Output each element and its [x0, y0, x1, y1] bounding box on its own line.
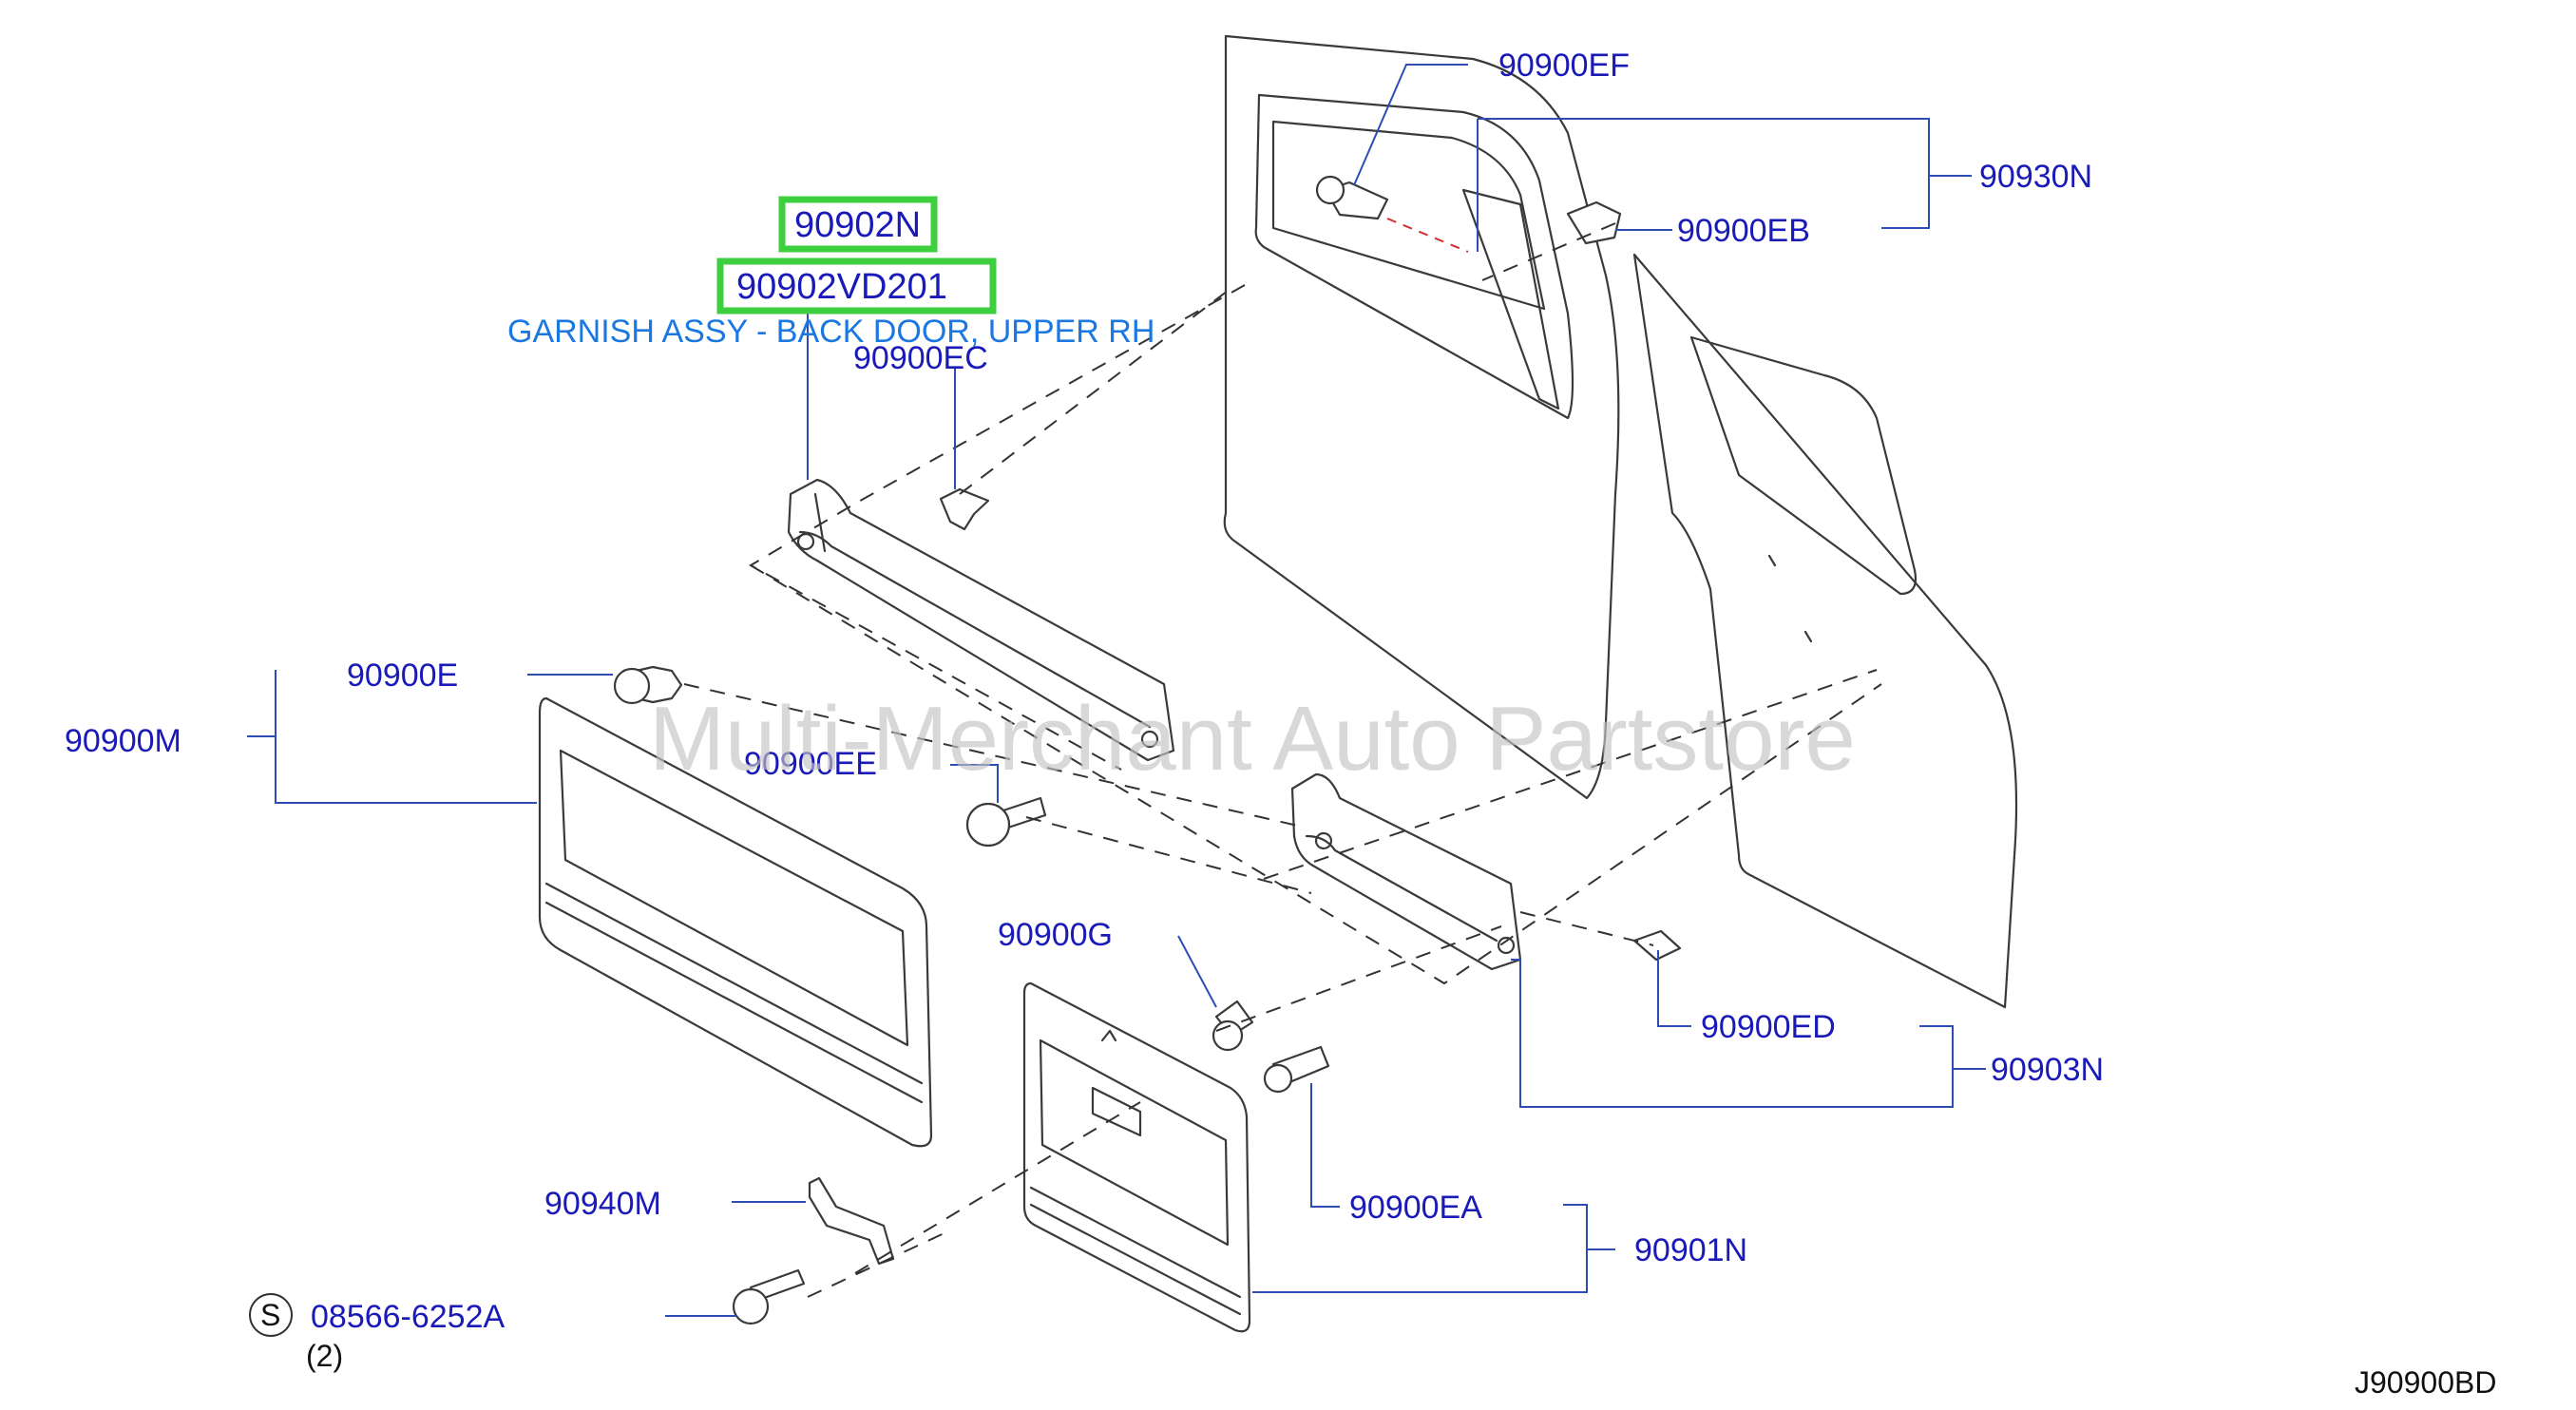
callout-90903N[interactable]: 90903N	[1991, 1052, 2104, 1088]
callout-90900EE[interactable]: 90900EE	[744, 746, 877, 782]
callout-90900G[interactable]: 90900G	[998, 917, 1113, 953]
clip-90900ED	[1632, 929, 1682, 962]
callout-90900M[interactable]: 90900M	[65, 723, 181, 759]
screw-quantity: (2)	[306, 1339, 343, 1373]
bracket-part	[808, 1176, 895, 1266]
part-number-90902N[interactable]: 90902N	[794, 205, 921, 245]
clip-90900EC	[939, 487, 990, 531]
callout-90900EA[interactable]: 90900EA	[1349, 1190, 1482, 1226]
part-description: GARNISH ASSY - BACK DOOR, UPPER RH	[507, 314, 1154, 350]
clip-90900G	[1212, 1000, 1254, 1052]
diagram-code: J90900BD	[2355, 1365, 2496, 1400]
highlight-box-2	[716, 257, 997, 314]
callout-90930N[interactable]: 90930N	[1979, 159, 2092, 195]
assembly-dashed-lines	[683, 218, 1882, 1298]
upper-garnish-part	[787, 478, 1175, 762]
part-number-90902VD201[interactable]: 90902VD201	[736, 267, 947, 307]
callout-90900EB[interactable]: 90900EB	[1677, 213, 1810, 249]
watermark-text: Multi-Merchant Auto Partstore	[649, 688, 1856, 790]
leader-lines	[247, 64, 1986, 1317]
clip-90900EB	[1566, 200, 1622, 245]
callout-90900E[interactable]: 90900E	[347, 657, 458, 694]
clip-90900E	[613, 665, 683, 705]
callout-90940M[interactable]: 90940M	[544, 1186, 661, 1222]
callout-08566-6252A[interactable]: 08566-6252A	[311, 1299, 506, 1335]
back-door-panel	[1223, 34, 1620, 800]
screw-symbol-circle	[249, 1293, 293, 1337]
callout-90900EF[interactable]: 90900EF	[1498, 48, 1630, 84]
callout-90900EC[interactable]: 90900EC	[853, 340, 988, 376]
screw-symbol: S	[260, 1298, 280, 1332]
highlight-box-1	[778, 196, 938, 253]
callout-90900ED[interactable]: 90900ED	[1701, 1009, 1836, 1045]
lower-garnish-part	[1290, 772, 1522, 971]
screw-08566	[732, 1268, 806, 1325]
side-body-panel	[1632, 253, 2018, 1009]
clip-90900EA	[1263, 1045, 1330, 1094]
trim-board-lower	[1022, 981, 1251, 1333]
callout-90901N[interactable]: 90901N	[1634, 1232, 1747, 1268]
clip-90900EF	[1315, 175, 1389, 220]
trim-board-left	[538, 696, 933, 1148]
clip-90900EE	[965, 796, 1047, 848]
